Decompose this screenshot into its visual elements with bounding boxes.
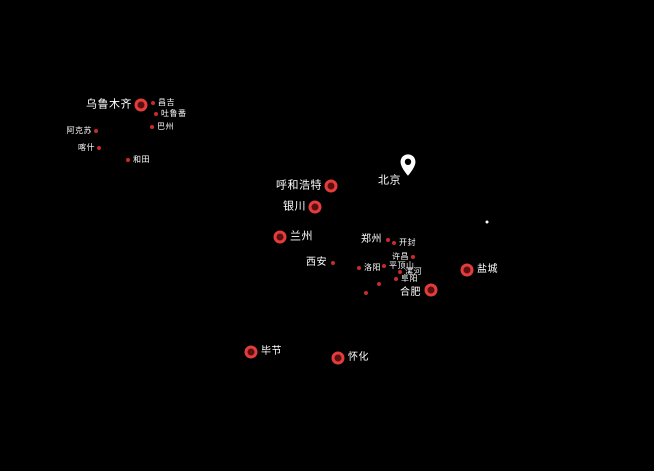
city-marker-lanzhou[interactable] [273, 230, 287, 244]
city-marker-luohe[interactable] [398, 270, 402, 274]
city-label-urumqi: 乌鲁木齐 [86, 98, 132, 111]
city-label-turpan: 吐鲁番 [161, 109, 187, 118]
city-marker-hetian[interactable] [126, 158, 130, 162]
city-label-hohhot: 呼和浩特 [276, 179, 322, 192]
city-marker-yancheng[interactable] [460, 263, 474, 277]
city-marker-hohhot[interactable] [324, 179, 338, 193]
city-label-bijie: 毕节 [261, 346, 282, 357]
city-marker-pingdingshan[interactable] [382, 264, 386, 268]
city-label-hetian: 和田 [133, 155, 150, 164]
city-label-luoyang: 洛阳 [364, 263, 381, 272]
city-label-pingdingshan: 平顶山 [389, 261, 415, 270]
city-marker-bijie[interactable] [244, 345, 258, 359]
city-label-bazhou: 巴州 [157, 122, 174, 131]
city-label-yinchuan: 银川 [283, 200, 306, 213]
city-marker-kaifeng[interactable] [392, 241, 396, 245]
city-marker-turpan[interactable] [154, 112, 158, 116]
city-label-xian: 西安 [306, 257, 327, 268]
city-marker-xuchang[interactable] [411, 255, 415, 259]
city-marker-bazhou[interactable] [150, 125, 154, 129]
city-marker-akesu[interactable] [94, 129, 98, 133]
city-label-zhengzhou: 郑州 [361, 234, 382, 245]
city-marker-luoyang[interactable] [357, 266, 361, 270]
city-label-hefei: 合肥 [400, 287, 421, 298]
city-label-yancheng: 盐城 [477, 264, 498, 275]
city-marker-yinchuan[interactable] [308, 200, 322, 214]
city-label-lanzhou: 兰州 [290, 230, 313, 243]
city-marker-hefei[interactable] [424, 283, 438, 297]
city-marker-urumqi[interactable] [134, 98, 148, 112]
city-marker-huaihua[interactable] [331, 351, 345, 365]
city-label-kashi: 喀什 [78, 143, 95, 152]
white-map-dot [485, 220, 489, 224]
unlabeled-city-dot[interactable] [364, 291, 368, 295]
city-marker-xian[interactable] [331, 261, 335, 265]
city-marker-kashi[interactable] [97, 146, 101, 150]
city-label-huaihua: 怀化 [348, 352, 369, 363]
city-label-akesu: 阿克苏 [66, 126, 92, 135]
city-label-kaifeng: 开封 [399, 238, 416, 247]
unlabeled-city-dot[interactable] [377, 282, 381, 286]
city-marker-zhengzhou[interactable] [386, 238, 390, 242]
beijing-city-label: 北京 [378, 174, 401, 187]
city-marker-changji[interactable] [151, 101, 155, 105]
city-label-changji: 昌吉 [158, 98, 175, 107]
city-marker-fuyang[interactable] [394, 277, 398, 281]
city-label-xuchang: 许昌 [392, 252, 409, 261]
beijing-location-pin-icon[interactable] [400, 154, 417, 181]
city-label-luohe: 漯河 [405, 267, 422, 276]
city-label-fuyang: 阜阳 [401, 274, 418, 283]
